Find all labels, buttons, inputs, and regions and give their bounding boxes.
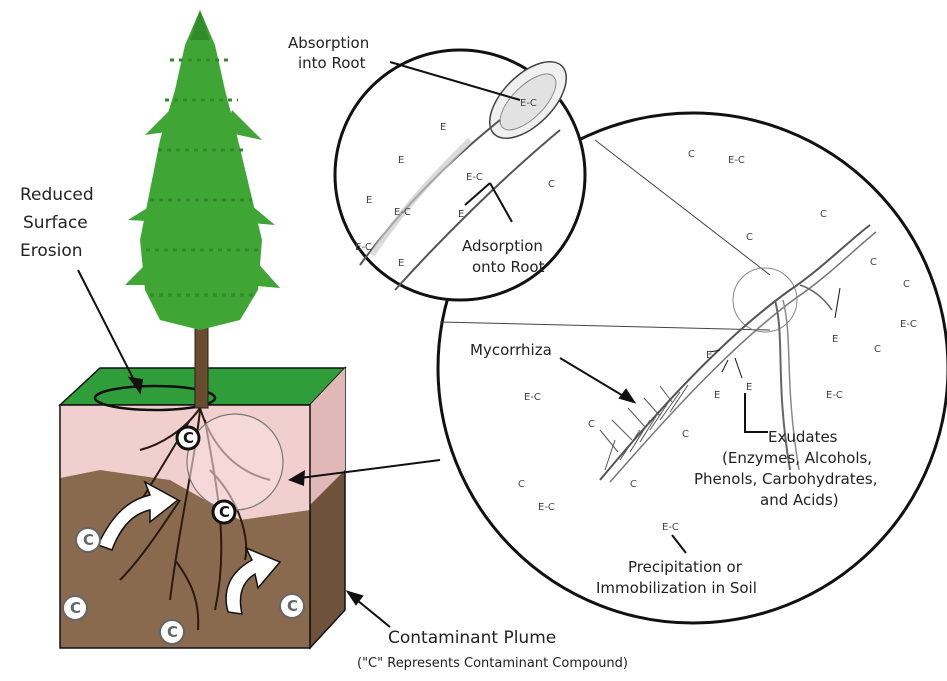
ec-marker: E-C xyxy=(520,98,537,109)
tree xyxy=(125,10,280,408)
soil-zoom-circle xyxy=(187,414,283,510)
c-marker: C xyxy=(746,232,753,243)
e-marker: E xyxy=(746,382,752,393)
adsorption-label-line1: Adsorption xyxy=(462,237,543,255)
e-marker: E xyxy=(832,334,838,345)
c-marker: C xyxy=(70,599,81,617)
exudates-label-line1: Exudates xyxy=(768,428,838,446)
ec-marker: E-C xyxy=(538,502,555,513)
c-marker: C xyxy=(870,257,877,268)
absorption-label-line1: Absorption xyxy=(288,34,369,52)
ec-marker: E-C xyxy=(826,390,843,401)
c-marker: C xyxy=(630,479,637,490)
ec-marker: E-C xyxy=(728,155,745,166)
c-marker: C xyxy=(219,503,230,521)
e-marker: E xyxy=(714,390,720,401)
c-marker: C xyxy=(820,209,827,220)
precipitation-label-line2: Immobilization in Soil xyxy=(596,579,757,597)
c-marker: C xyxy=(518,479,525,490)
plume-label-line2: ("C" Represents Contaminant Compound) xyxy=(357,656,628,671)
c-marker: C xyxy=(588,419,595,430)
c-marker: C xyxy=(548,179,555,190)
precipitation-label-line1: Precipitation or xyxy=(628,558,743,576)
c-marker: C xyxy=(83,531,94,549)
reduced-erosion-label-line3: Erosion xyxy=(20,241,83,261)
e-marker: E xyxy=(440,122,446,133)
c-marker: C xyxy=(688,149,695,160)
ec-marker: E-C xyxy=(900,319,917,330)
e-marker: E xyxy=(398,258,404,269)
c-marker: C xyxy=(903,279,910,290)
c-marker: C xyxy=(874,344,881,355)
adsorption-label-line2: onto Root xyxy=(472,258,545,276)
ec-marker: E-C xyxy=(394,207,411,218)
ec-marker: E-C xyxy=(466,172,483,183)
exudates-label-line2: (Enzymes, Alcohols, xyxy=(722,449,872,467)
ec-marker: E-C xyxy=(355,242,372,253)
ec-marker: E-C xyxy=(662,522,679,533)
reduced-erosion-label-line2: Surface xyxy=(23,213,88,233)
plume-label-line1: Contaminant Plume xyxy=(388,628,556,648)
e-marker: E xyxy=(706,350,712,361)
e-marker: E xyxy=(398,155,404,166)
e-marker: E xyxy=(366,195,372,206)
exudates-label-line4: and Acids) xyxy=(760,491,839,509)
exudates-label-line3: Phenols, Carbohydrates, xyxy=(694,470,877,488)
c-marker: C xyxy=(183,429,194,447)
mycorrhiza-label: Mycorrhiza xyxy=(470,341,552,359)
ec-marker: E-C xyxy=(524,392,541,403)
e-marker: E xyxy=(458,209,464,220)
c-marker: C xyxy=(287,597,298,615)
root-surface-zoom xyxy=(335,48,585,300)
absorption-label-line2: into Root xyxy=(298,54,366,72)
c-marker: C xyxy=(682,429,689,440)
reduced-erosion-label-line1: Reduced xyxy=(20,185,94,205)
c-marker: C xyxy=(167,623,178,641)
